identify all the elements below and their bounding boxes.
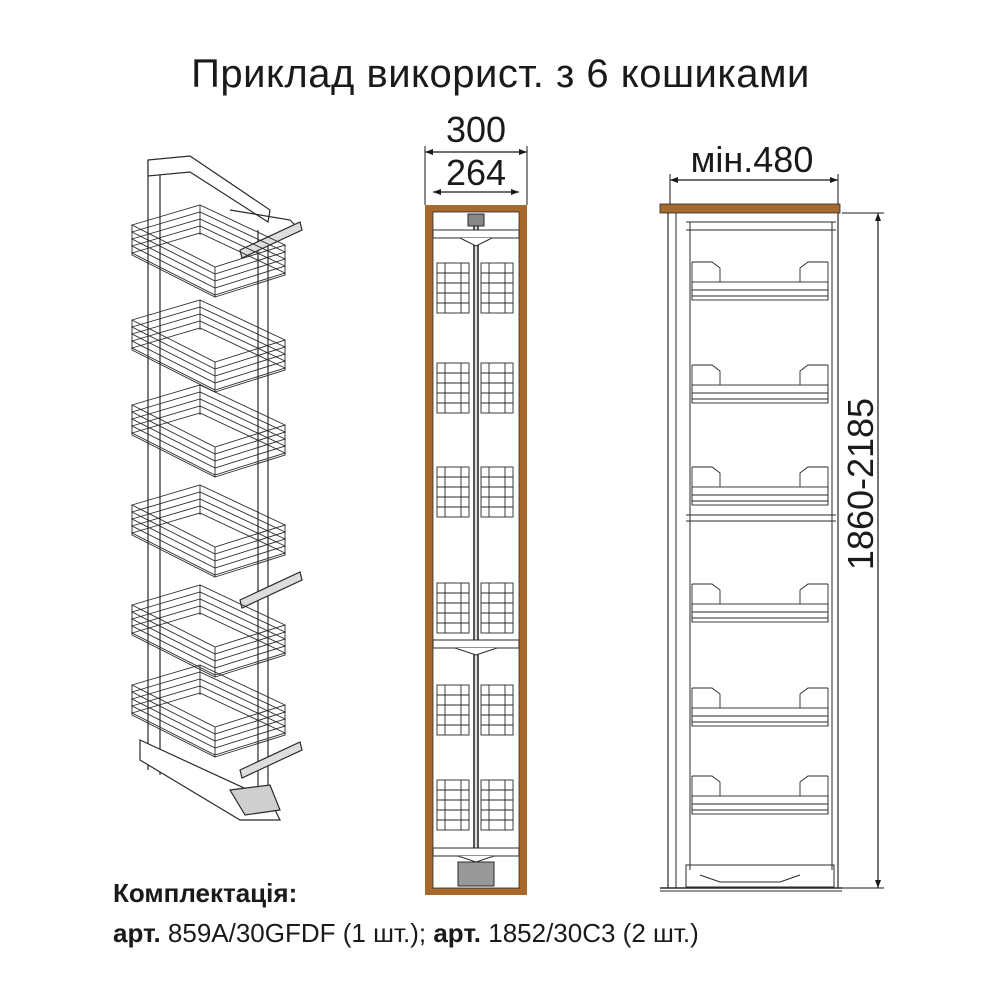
- bottom-rail: [685, 864, 835, 888]
- page-title: Приклад використ. з 6 кошиками: [191, 52, 810, 96]
- iso-basket: [130, 664, 287, 758]
- iso-basket: [130, 384, 287, 478]
- front-basket: [436, 684, 514, 736]
- iso-basket: [130, 584, 287, 678]
- side-basket: [691, 466, 829, 506]
- front-baskets: [436, 262, 514, 831]
- kit-heading: Комплектація:: [113, 878, 298, 908]
- iso-basket: [130, 299, 287, 393]
- arrow-right-icon: [519, 149, 527, 155]
- side-view: мін.480 1860-2185: [659, 139, 884, 892]
- side-baskets: [691, 261, 829, 815]
- bottom-runner: [699, 874, 801, 883]
- front-basket: [436, 582, 514, 634]
- side-basket: [691, 364, 829, 404]
- inner-width-label: 264: [446, 152, 506, 193]
- top-bracket: [432, 213, 520, 247]
- cabinet-top: [659, 203, 841, 214]
- min-depth-label: мін.480: [691, 139, 814, 180]
- isometric-view: [130, 155, 303, 821]
- arrow-up-icon: [875, 213, 881, 221]
- article-value: 1852/30C3 (2 шт.): [488, 918, 699, 948]
- article-label: арт.: [113, 918, 161, 948]
- kit-articles: арт. 859A/30GFDF (1 шт.); арт. 1852/30C3…: [113, 918, 699, 949]
- middle-bracket: [432, 639, 520, 656]
- side-basket: [691, 775, 829, 815]
- bottom-bracket: [432, 847, 520, 887]
- iso-bracket: [239, 571, 303, 609]
- article-label: арт.: [433, 918, 481, 948]
- side-basket: [691, 687, 829, 727]
- arrow-down-icon: [875, 880, 881, 888]
- iso-basket: [130, 484, 287, 578]
- side-basket: [691, 261, 829, 301]
- front-view: 300 264: [424, 109, 528, 895]
- front-basket: [436, 262, 514, 314]
- front-basket: [436, 779, 514, 831]
- iso-bracket: [239, 741, 303, 779]
- iso-bracket: [239, 221, 303, 259]
- iso-frame: [139, 155, 301, 821]
- side-basket: [691, 583, 829, 623]
- front-basket: [436, 362, 514, 414]
- front-basket: [436, 466, 514, 518]
- arrow-right-icon: [830, 177, 838, 183]
- height-range-label: 1860-2185: [840, 398, 881, 570]
- arrow-left-icon: [425, 149, 433, 155]
- outer-width-label: 300: [446, 109, 506, 150]
- arrow-right-icon: [511, 189, 519, 195]
- arrow-left-icon: [670, 177, 678, 183]
- article-value: 859A/30GFDF (1 шт.);: [167, 918, 427, 948]
- iso-basket: [130, 204, 287, 298]
- arrow-left-icon: [433, 189, 441, 195]
